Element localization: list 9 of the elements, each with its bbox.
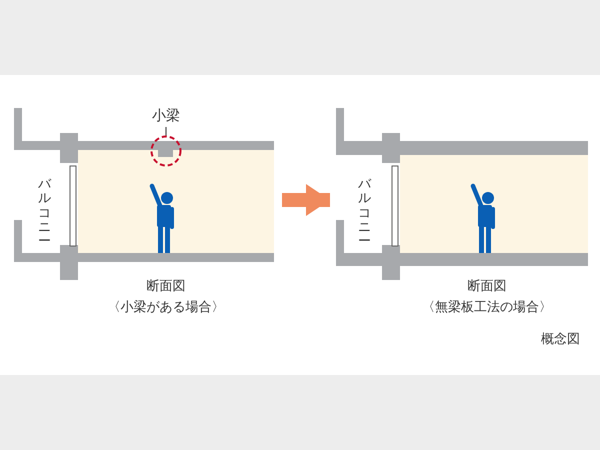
case-caption: 〈無梁板工法の場合〉 — [422, 300, 552, 316]
dashed-circle — [150, 135, 182, 167]
note-label: 概念図 — [541, 331, 580, 348]
beam-label: 小梁 — [151, 107, 181, 126]
case-caption: 〈小梁がある場合〉 — [108, 300, 224, 316]
section-caption: 断面図 — [468, 279, 506, 295]
balcony-label: バルコニー — [358, 178, 371, 250]
section-caption: 断面図 — [146, 279, 186, 295]
balcony-label: バルコニー — [38, 178, 51, 250]
